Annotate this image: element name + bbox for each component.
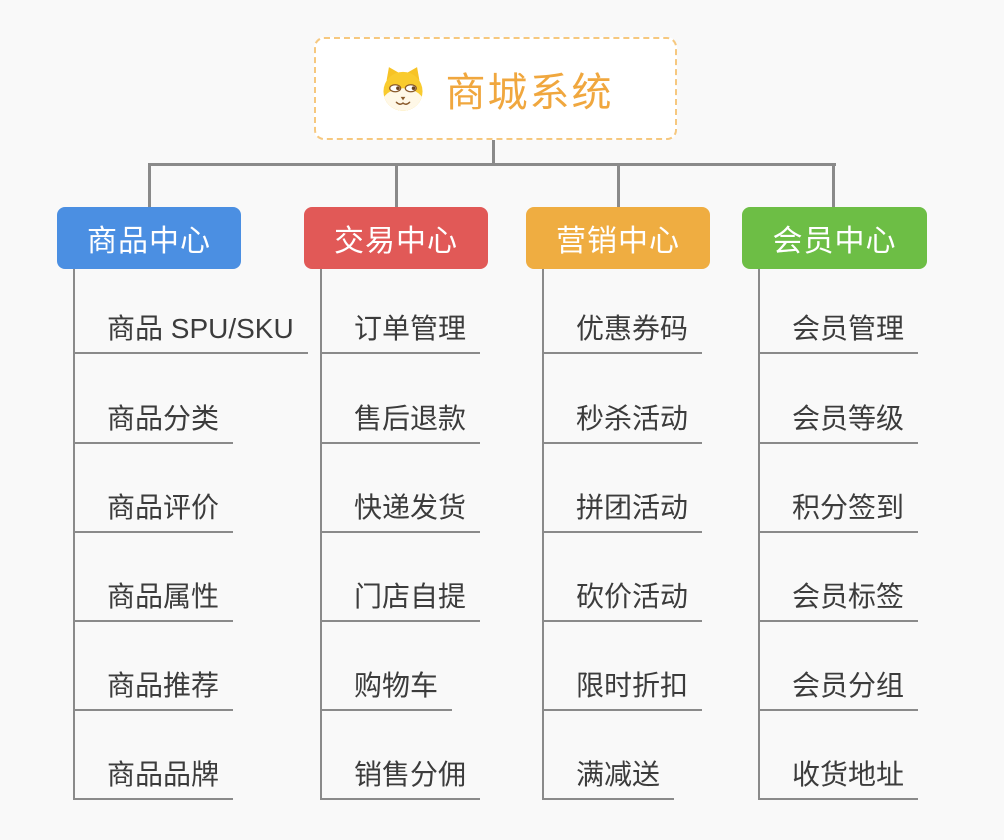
leaf-item[interactable]: 快递发货	[320, 491, 481, 533]
leaf-item[interactable]: 商品推荐	[73, 669, 234, 711]
connector-horizontal-bar	[148, 163, 836, 166]
leaf-item[interactable]: 售后退款	[320, 402, 481, 444]
leaf-item[interactable]: 优惠券码	[542, 312, 703, 354]
leaf-item[interactable]: 购物车	[320, 669, 453, 711]
leaf-item[interactable]: 商品分类	[73, 402, 234, 444]
leaf-item[interactable]: 商品评价	[73, 491, 234, 533]
connector-drop-trade	[395, 166, 398, 207]
leaf-item[interactable]: 会员等级	[758, 402, 919, 444]
branch-trade-center[interactable]: 交易中心	[304, 207, 488, 269]
leaf-item[interactable]: 收货地址	[758, 758, 919, 800]
leaf-column-marketing: 优惠券码 秒杀活动 拼团活动 砍价活动 限时折扣 满减送	[542, 269, 792, 800]
leaf-item[interactable]: 销售分佣	[320, 758, 481, 800]
leaf-item[interactable]: 砍价活动	[542, 580, 703, 622]
connector-root-stem	[492, 140, 495, 166]
connector-drop-product	[148, 166, 151, 207]
leaf-column-trade: 订单管理 售后退款 快递发货 门店自提 购物车 销售分佣	[320, 269, 570, 800]
branch-product-center[interactable]: 商品中心	[57, 207, 241, 269]
leaf-item[interactable]: 商品属性	[73, 580, 234, 622]
leaf-item[interactable]: 商品品牌	[73, 758, 234, 800]
branch-marketing-center[interactable]: 营销中心	[526, 207, 710, 269]
branch-member-center[interactable]: 会员中心	[742, 207, 927, 269]
leaf-item[interactable]: 门店自提	[320, 580, 481, 622]
leaf-item[interactable]: 拼团活动	[542, 491, 703, 533]
leaf-column-product: 商品 SPU/SKU 商品分类 商品评价 商品属性 商品推荐 商品品牌	[73, 269, 323, 800]
leaf-item[interactable]: 会员分组	[758, 669, 919, 711]
leaf-item[interactable]: 会员标签	[758, 580, 919, 622]
connector-drop-marketing	[617, 166, 620, 207]
leaf-item[interactable]: 会员管理	[758, 312, 919, 354]
leaf-item[interactable]: 满减送	[542, 758, 675, 800]
shiba-dog-icon	[382, 66, 423, 111]
root-title: 商城系统	[445, 70, 614, 115]
leaf-item[interactable]: 商品 SPU/SKU	[73, 312, 308, 354]
leaf-item[interactable]: 秒杀活动	[542, 402, 703, 444]
leaf-item[interactable]: 订单管理	[320, 312, 481, 354]
leaf-column-member: 会员管理 会员等级 积分签到 会员标签 会员分组 收货地址	[758, 269, 1004, 800]
leaf-item[interactable]: 限时折扣	[542, 669, 703, 711]
connector-drop-member	[832, 166, 835, 207]
root-node-mall-system[interactable]: 商城系统	[314, 37, 677, 140]
leaf-item[interactable]: 积分签到	[758, 491, 919, 533]
